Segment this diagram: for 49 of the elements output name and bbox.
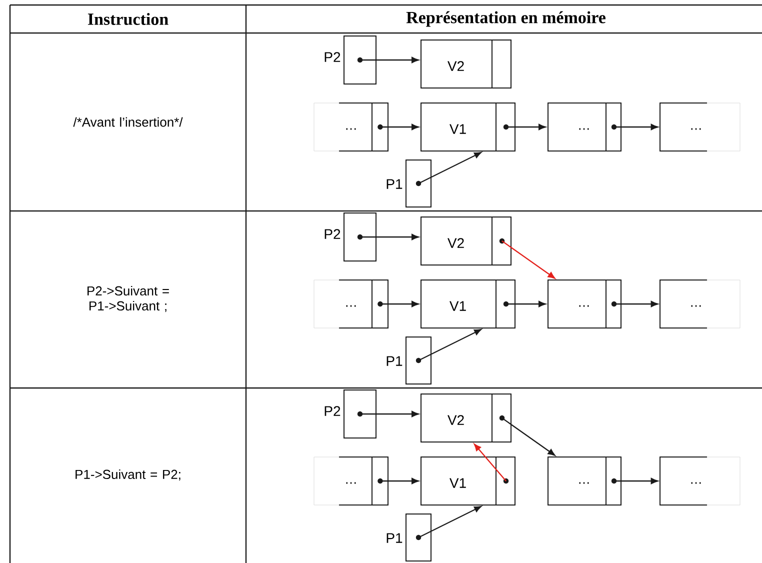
arrow: [614, 300, 658, 308]
pointer-box: [344, 36, 376, 84]
column-header: Représentation en mémoire: [406, 11, 606, 27]
arrow: [418, 152, 482, 184]
arrow: [380, 300, 419, 308]
arrow: [474, 444, 506, 482]
instruction-text: P1->Suivant = P2;: [76, 469, 180, 481]
pointer-box: [406, 160, 432, 208]
list-node-box: …: [314, 102, 388, 152]
list-node-box: V2: [420, 216, 512, 266]
pointer-label: P2: [324, 229, 340, 239]
list-node-box: …: [314, 456, 388, 506]
arrow: [506, 124, 546, 130]
pointer-label: P2: [324, 52, 340, 62]
pointer-label: P1: [386, 179, 402, 189]
column-header: Instruction: [88, 13, 168, 25]
list-node-box: V1: [420, 456, 516, 506]
pointer-box: [344, 212, 376, 262]
arrow: [360, 56, 419, 64]
list-node-box: V2: [420, 40, 512, 88]
instruction-text: /*Avant l’insertion*/: [73, 117, 183, 127]
arrow: [418, 506, 482, 538]
pointer-label: P1: [386, 356, 402, 366]
arrow: [502, 240, 556, 279]
arrow: [502, 418, 556, 456]
arrow: [506, 300, 546, 308]
list-node-box: …: [548, 280, 622, 328]
list-node-box: …: [660, 456, 740, 506]
pointer-label: P1: [386, 533, 402, 543]
list-node-box: …: [548, 456, 622, 506]
pointer-label: P2: [324, 406, 340, 416]
pointer-box: [406, 336, 432, 384]
list-node-box: V1: [420, 102, 516, 152]
arrow: [418, 328, 482, 362]
arrow: [360, 234, 419, 240]
list-node-box: V2: [420, 394, 512, 442]
arrow: [380, 478, 419, 484]
list-node-box: …: [660, 280, 740, 328]
arrow: [360, 410, 419, 418]
pointer-box: [406, 514, 432, 562]
list-node-box: …: [314, 280, 388, 328]
list-node-box: V1: [420, 280, 516, 328]
list-node-box: …: [548, 102, 622, 152]
instruction-text: P2->Suivant = P1->Suivant ;: [88, 286, 169, 312]
arrow: [614, 124, 658, 130]
list-node-box: …: [660, 102, 740, 152]
arrow: [614, 478, 658, 484]
pointer-box: [344, 390, 376, 438]
arrow: [380, 124, 419, 130]
